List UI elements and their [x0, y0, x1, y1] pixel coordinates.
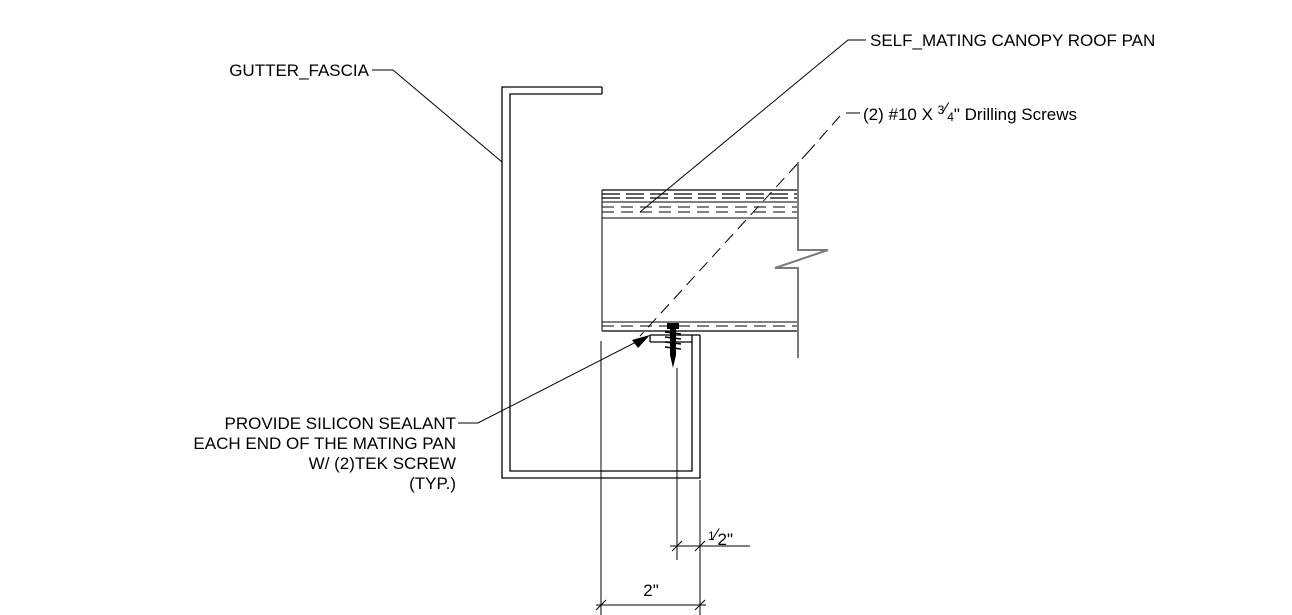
sealant-line-1: PROVIDE SILICON SEALANT	[225, 414, 456, 433]
drilling-screws-label: (2) #10 X 3⁄4" Drilling Screws	[863, 99, 1077, 124]
sealant-line-4: (TYP.)	[409, 474, 456, 493]
dimension-lines	[595, 341, 750, 615]
sealant-line-2: EACH END OF THE MATING PAN	[193, 434, 456, 453]
sealant-line-3: W/ (2)TEK SCREW	[309, 454, 456, 473]
half-inch-numerator: 1	[708, 529, 715, 543]
roof-pan-label: SELF_MATING CANOPY ROOF PAN	[870, 31, 1155, 50]
half-inch-dimension: 1⁄2"	[708, 525, 733, 549]
drilling-screws-denominator: 4	[947, 110, 954, 124]
half-inch-denominator: 2	[718, 530, 727, 549]
gutter-fascia-label: GUTTER_FASCIA	[229, 61, 369, 80]
two-inch-dimension: 2"	[643, 581, 659, 600]
drilling-screws-prefix: (2) #10 X	[863, 105, 938, 124]
tek-screw	[664, 323, 682, 368]
drilling-screws-numerator: 3	[938, 103, 945, 117]
half-inch-suffix: "	[727, 530, 733, 549]
drilling-screws-suffix: " Drilling Screws	[954, 105, 1077, 124]
sealant-note: PROVIDE SILICON SEALANT EACH END OF THE …	[193, 414, 456, 493]
canopy-roof-pan	[601, 162, 829, 358]
leader-lines	[372, 39, 866, 424]
